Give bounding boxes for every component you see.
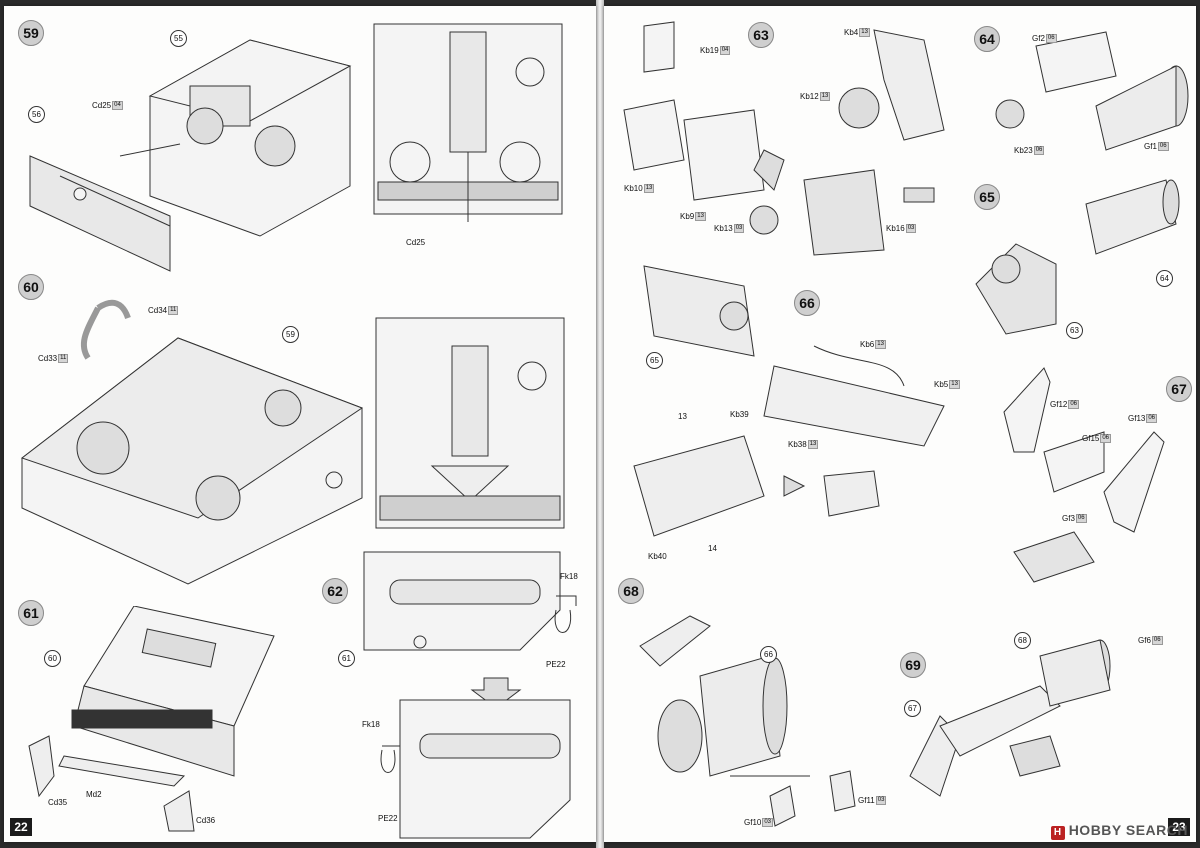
part-label-fk18-bottom: Fk18	[362, 720, 380, 729]
part-label-kb39: Kb39	[730, 410, 749, 419]
hobby-search-logo-icon: H	[1050, 826, 1065, 840]
callout-part-64: 64	[1156, 270, 1173, 287]
part-label-md2: Md2	[86, 790, 102, 799]
part-label-pe22-top: PE22	[546, 660, 566, 669]
step-68-badge: 68	[618, 578, 644, 604]
callout-part-63: 63	[1066, 322, 1083, 339]
part-label-13: 13	[678, 412, 687, 421]
step-64-muffler-illustration	[986, 26, 1192, 156]
book-gutter	[596, 0, 604, 848]
part-label-cd25-bottom: Cd25	[406, 238, 426, 247]
step-60-hull-illustration	[18, 288, 366, 588]
step-59-badge: 59	[18, 20, 44, 46]
step-66-frame-illustration	[624, 246, 970, 566]
step-61-engine-deck-illustration	[24, 606, 294, 836]
step-66-badge: 66	[794, 290, 820, 316]
step-62-badge: 62	[322, 578, 348, 604]
callout-part-65: 65	[646, 352, 663, 369]
step-67-bracket-illustration	[994, 362, 1184, 592]
part-label-cd36: Cd36	[196, 816, 216, 825]
step-60-badge: 60	[18, 274, 44, 300]
step-65-badge: 65	[974, 184, 1000, 210]
step-60-top-view-illustration	[372, 316, 568, 530]
step-59-hull-rear-illustration	[20, 26, 364, 276]
step-63-housing-illustration	[614, 20, 954, 260]
step-63-badge: 63	[748, 22, 774, 48]
part-label-pe22-bottom: PE22	[378, 814, 398, 823]
step-64-badge: 64	[974, 26, 1000, 52]
callout-part-60: 60	[44, 650, 61, 667]
step-67-badge: 67	[1166, 376, 1192, 402]
callout-part-59: 59	[282, 326, 299, 343]
part-label-kb40: Kb40	[648, 552, 667, 561]
callout-part-56: 56	[28, 106, 45, 123]
callout-part-68: 68	[1014, 632, 1031, 649]
part-label-14: 14	[708, 544, 717, 553]
page-number-left: 22	[10, 818, 32, 836]
step-68-exhaust-illustration	[630, 606, 880, 836]
step-65-assembly-illustration	[966, 174, 1186, 344]
step-61-badge: 61	[18, 600, 44, 626]
step-59-top-view-illustration	[370, 22, 566, 234]
callout-part-55: 55	[170, 30, 187, 47]
part-label-fk18-top: Fk18	[560, 572, 578, 581]
page-number-right: 23	[1168, 818, 1190, 836]
step-62-fender-illustration	[360, 550, 582, 840]
step-69-installation-illustration	[900, 626, 1156, 806]
callout-part-67: 67	[904, 700, 921, 717]
callout-part-66: 66	[760, 646, 777, 663]
step-69-badge: 69	[900, 652, 926, 678]
part-label-cd35: Cd35	[48, 798, 68, 807]
callout-part-61: 61	[338, 650, 355, 667]
